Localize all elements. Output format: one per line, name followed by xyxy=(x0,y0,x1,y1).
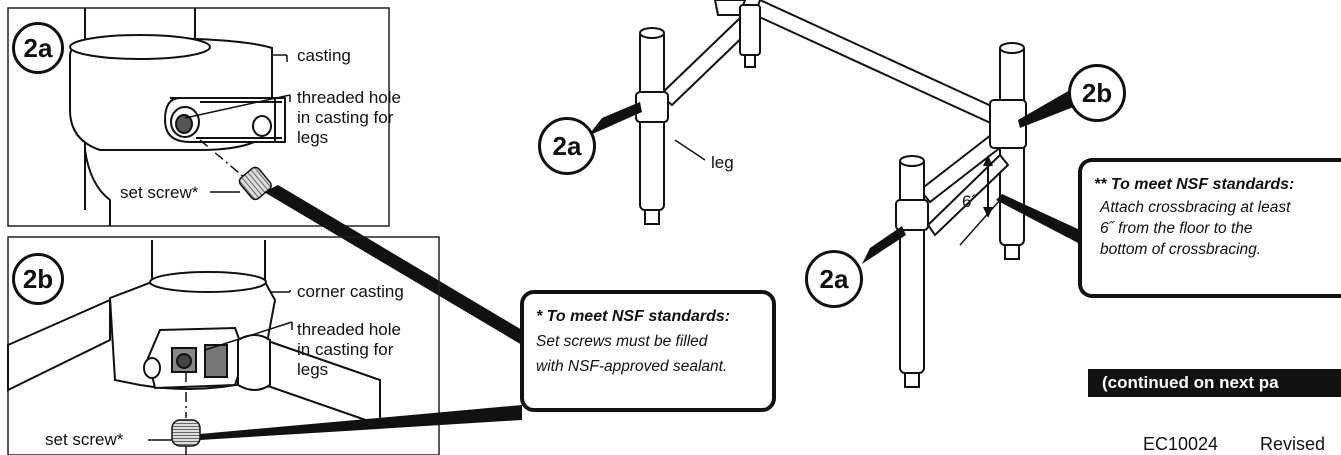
label-threaded-hole-2a-line3: legs xyxy=(297,128,329,147)
label-threaded-hole-2b-line1: threaded hole xyxy=(297,320,401,339)
detail-2a-leaders xyxy=(184,54,291,193)
label-threaded-hole-2a-line2: in casting for xyxy=(297,108,394,127)
callout-pointer-crossbracing xyxy=(996,194,1080,244)
callout-crossbracing-line1: Attach crossbracing at least xyxy=(1100,199,1291,216)
callout-pointer-2b xyxy=(200,405,522,440)
detail-2a-set-screw-icon xyxy=(238,166,272,201)
label-threaded-hole-2a-line1: threaded hole xyxy=(297,88,401,107)
badge-2a-lower-pointer xyxy=(862,226,906,264)
callout-crossbracing-note: ** To meet NSF standards: Attach crossbr… xyxy=(1078,158,1341,298)
detail-2b-set-screw-icon xyxy=(171,419,201,455)
callout-crossbracing-line2: 6˝ from the floor to the xyxy=(1100,220,1253,237)
callout-set-screw-line2: with NSF-approved sealant. xyxy=(536,358,728,375)
main-frame-art xyxy=(635,0,1027,388)
label-threaded-hole-2b-line3: legs xyxy=(297,360,329,379)
label-height-6in: 6˝ xyxy=(962,192,978,211)
callout-set-screw-line1: Set screws must be filled xyxy=(536,333,708,350)
label-corner-casting: corner casting xyxy=(297,282,404,301)
continued-banner: (continued on next pa xyxy=(1088,369,1341,397)
footer-revised: Revised xyxy=(1260,434,1326,454)
callout-crossbracing-heading: ** To meet NSF standards: xyxy=(1094,176,1295,193)
detail-2a-frame xyxy=(7,7,390,227)
label-set-screw-2b: set screw* xyxy=(45,430,124,449)
callout-crossbracing-line3: bottom of crossbracing. xyxy=(1100,241,1262,258)
detail-2b-corner-casting-art xyxy=(7,240,381,427)
badge-2a-main-upper: 2a xyxy=(538,117,596,175)
height-dimension xyxy=(959,155,1001,246)
detail-2b-leaders xyxy=(148,290,293,441)
detail-2a-casting-art xyxy=(69,8,286,226)
callout-set-screw-heading: * To meet NSF standards: xyxy=(536,308,731,325)
badge-2a-main-lower: 2a xyxy=(805,250,863,308)
badge-2b-pointer xyxy=(1018,90,1076,128)
badge-2a-detail: 2a xyxy=(12,22,64,74)
label-threaded-hole-2b-line2: in casting for xyxy=(297,340,394,359)
leg-leader xyxy=(674,139,706,161)
detail-2a-axis-line xyxy=(199,139,246,179)
badge-2b-detail: 2b xyxy=(12,253,64,305)
footer-doc-number: EC10024 xyxy=(1143,434,1219,454)
label-casting: casting xyxy=(297,46,351,65)
label-set-screw-2a: set screw* xyxy=(120,183,199,202)
label-leg: leg xyxy=(711,153,734,172)
callout-pointer-2a xyxy=(264,185,522,345)
badge-2a-upper-pointer xyxy=(588,102,642,136)
callout-set-screw-note: * To meet NSF standards: Set screws must… xyxy=(520,290,776,412)
badge-2b-main: 2b xyxy=(1068,64,1126,122)
